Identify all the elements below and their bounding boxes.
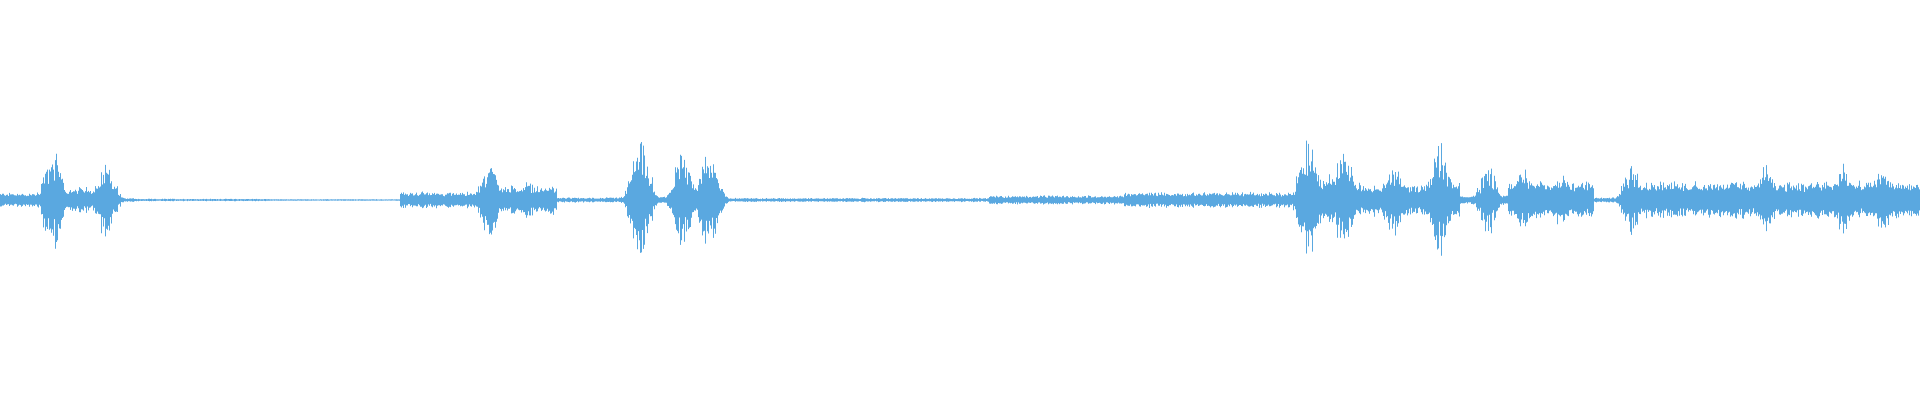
- waveform-trace: [0, 140, 1920, 256]
- waveform-bars: [0, 140, 1920, 256]
